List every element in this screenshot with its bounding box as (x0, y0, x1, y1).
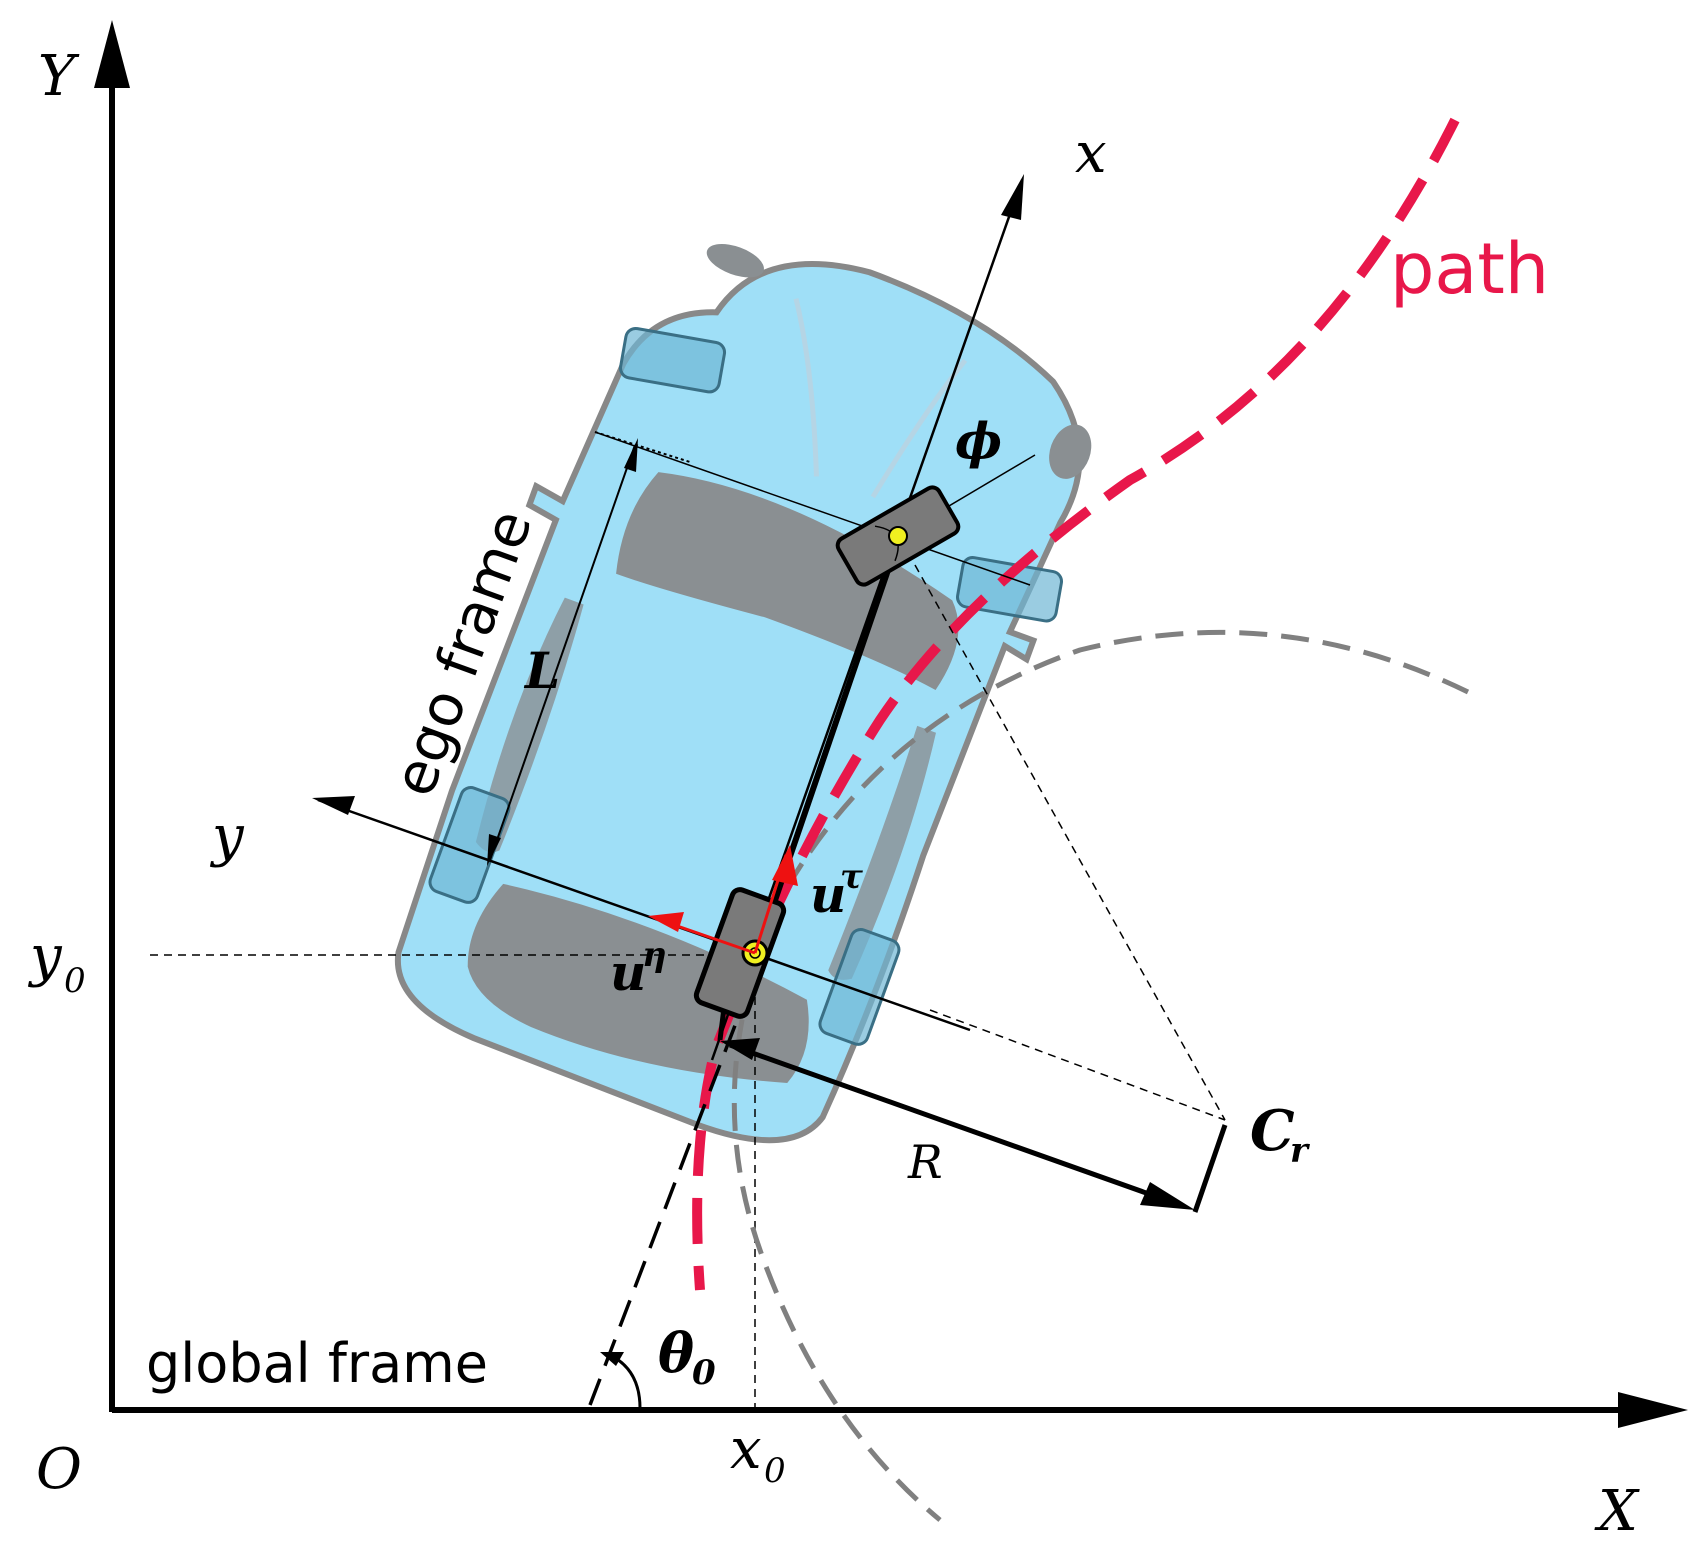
radius-arrow (729, 1042, 1181, 1208)
heading-dashed-line (588, 959, 762, 1406)
ego-x-arrowhead (1001, 174, 1024, 220)
global-y-arrowhead (94, 20, 130, 88)
car-hood-lines (793, 298, 968, 499)
cr-label: C (1250, 1098, 1295, 1164)
path-label: path (1390, 228, 1549, 310)
car-front-right-vent (1049, 424, 1092, 479)
front-axle-point (888, 526, 908, 546)
cr-subscript: r (1290, 1131, 1310, 1171)
car-front-left-vent (706, 243, 764, 278)
y0-label: y (27, 924, 63, 989)
wheelbase-dimension-top-arrow (624, 438, 638, 472)
rear-right-wheel (818, 928, 901, 1046)
radius-end-tick (1192, 1124, 1228, 1213)
theta0-label: θ (658, 1321, 694, 1385)
car-right-side-panel (828, 725, 936, 980)
wheelbase-dimension (489, 444, 636, 861)
radius-arrowhead-start (720, 1038, 760, 1060)
car-body (394, 243, 1092, 1144)
theta0-subscript: 0 (692, 1353, 716, 1393)
reference-path (692, 117, 1460, 1291)
rear-axle-to-cr-dashed (929, 1009, 1226, 1121)
ego-y-axis (317, 798, 971, 1032)
radius-label: R (907, 1135, 943, 1189)
theta-angle-arrowhead (600, 1352, 624, 1366)
y0-subscript: 0 (64, 961, 86, 1001)
u-eta-label: u (610, 943, 646, 1002)
u-eta-arrowhead (648, 912, 684, 932)
front-axle-extension (594, 431, 691, 463)
u-tau-arrowhead (772, 845, 798, 886)
u-tau-superscript: τ (840, 857, 863, 897)
ego-x-label: x (1075, 121, 1107, 186)
front-wheel-to-cr-dashed (914, 564, 1226, 1121)
global-frame-label: global frame (146, 1332, 488, 1395)
radius-arrowhead-end (1140, 1182, 1195, 1210)
u-tau-label: u (810, 865, 846, 924)
rear-wheel (693, 887, 787, 1019)
front-axle-line (594, 431, 1031, 586)
phi-label: ϕ (955, 411, 1002, 470)
u-eta-superscript: η (642, 935, 667, 975)
global-y-axis-label: Y (38, 44, 80, 109)
car-left-side-panel (475, 597, 584, 853)
car-windshield (616, 472, 959, 691)
wheelbase-label: L (523, 641, 560, 700)
x0-subscript: 0 (764, 1451, 786, 1491)
turning-circle-arc (731, 629, 1470, 1522)
x0-label: x (730, 1417, 762, 1482)
global-x-axis-label: X (1594, 1479, 1640, 1544)
origin-label: O (36, 1437, 82, 1502)
wheelbase-dimension-bottom-arrow (487, 834, 501, 866)
front-left-wheel (619, 326, 727, 394)
ego-y-arrowhead (312, 796, 355, 815)
global-x-arrowhead (1618, 1392, 1688, 1428)
ego-y-label: y (209, 804, 245, 869)
